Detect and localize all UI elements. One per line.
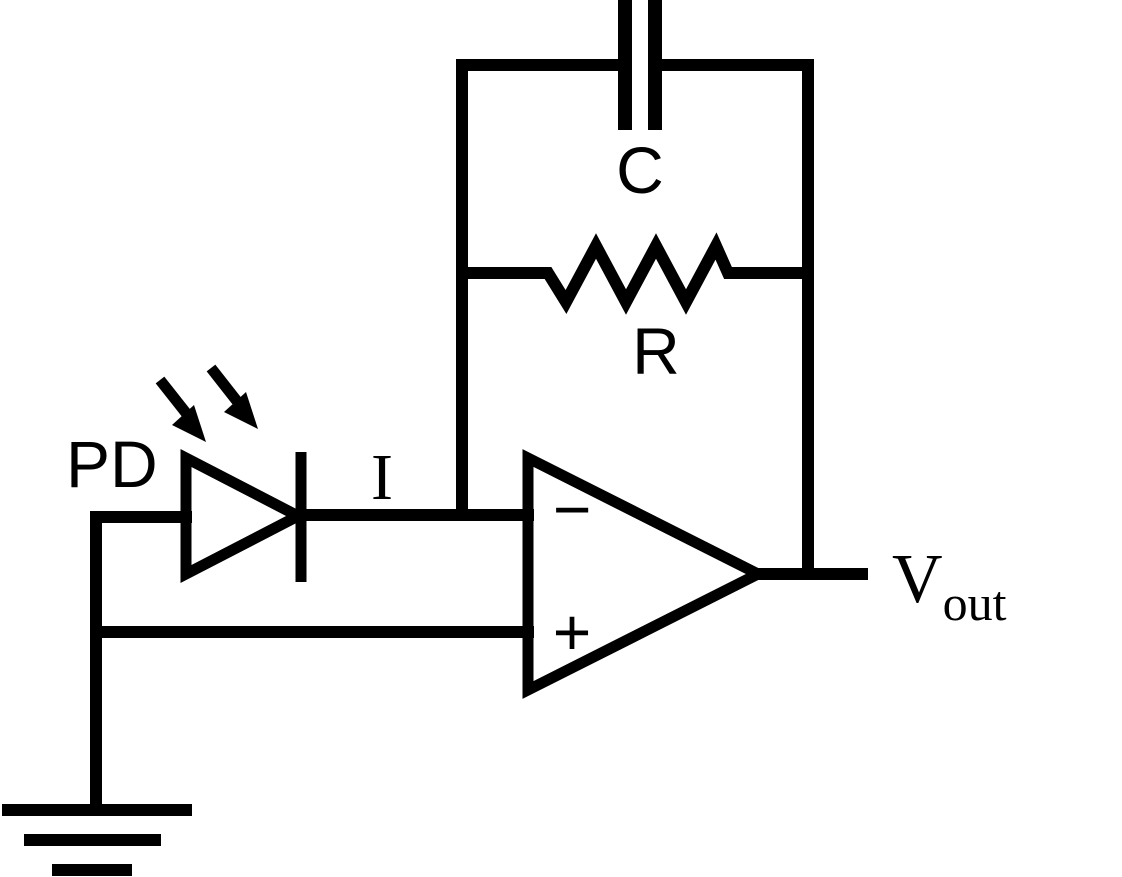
output-label: Vout [892,541,1007,631]
output-label-main: V [892,541,943,618]
light-arrows-icon [155,364,258,442]
photodiode-triangle [180,448,310,584]
op-amp [94,449,868,699]
capacitor-label: C [616,133,664,207]
capacitor-c [456,0,814,580]
current-label: I [371,441,393,514]
output-label-sub: out [943,575,1007,631]
resistor-r [456,232,814,315]
photodiode-anode-wire [90,511,192,811]
photodiode-label: PD [66,427,158,501]
photodiode-pd [90,364,468,811]
resistor-zigzag [456,232,814,315]
inverting-input-label: − [553,472,592,546]
op-amp-triangle [522,449,771,699]
capacitor-feedback-wire [456,59,631,518]
noninverting-input-label: + [553,595,592,669]
capacitor-feedback-wire-right [649,59,814,580]
resistor-label: R [632,314,680,388]
ground-icon [2,804,192,876]
